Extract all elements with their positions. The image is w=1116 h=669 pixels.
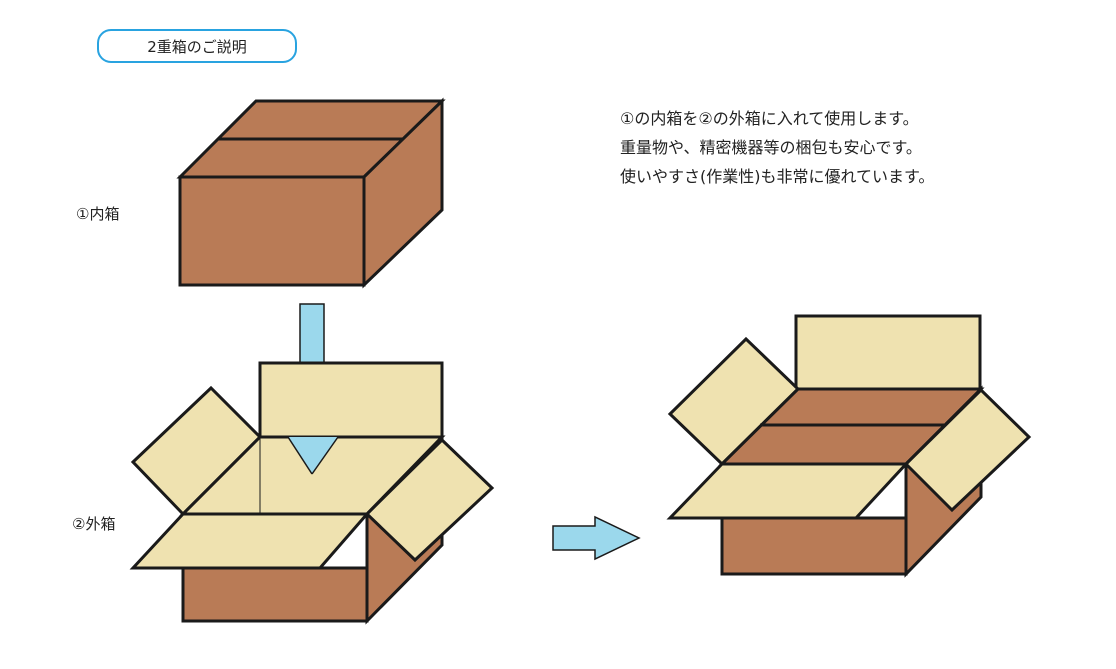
- description-line-2: 重量物や、精密機器等の梱包も安心です。: [620, 138, 922, 157]
- outer-box-back-flap: [258, 361, 444, 441]
- title-text: 2重箱のご説明: [147, 37, 247, 56]
- inner-box-label: ①内箱: [76, 205, 120, 223]
- description-line-3: 使いやすさ(作業性)も非常に優れています。: [620, 167, 935, 186]
- title-badge: 2重箱のご説明: [97, 29, 297, 63]
- description-line-1: ①の内箱を②の外箱に入れて使用します。: [620, 109, 919, 128]
- assembled-box-front-flap: [666, 462, 910, 520]
- outer-box-label: ②外箱: [72, 515, 116, 533]
- inner-box: [176, 97, 446, 289]
- down-arrow-tip: [288, 437, 338, 474]
- outer-box-front-flap: [129, 512, 371, 570]
- right-arrow: [552, 515, 641, 561]
- outer-box-front: [181, 566, 369, 623]
- outer-box: [129, 361, 495, 625]
- assembled-box: [666, 314, 1032, 578]
- assembled-box-front: [720, 516, 908, 576]
- assembled-box-right-flap: [903, 387, 1032, 513]
- inner-box-front: [178, 175, 366, 287]
- assembled-box-back-flap: [794, 314, 982, 391]
- outer-box-right-flap: [364, 437, 495, 563]
- description-text: ①の内箱を②の外箱に入れて使用します。 重量物や、精密機器等の梱包も安心です。 …: [620, 104, 934, 191]
